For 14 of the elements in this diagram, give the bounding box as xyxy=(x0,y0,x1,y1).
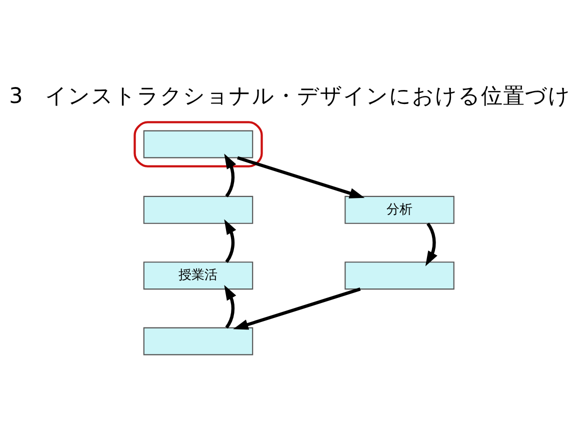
node-box xyxy=(143,326,254,355)
node-box xyxy=(143,130,254,158)
arrow xyxy=(233,287,361,330)
node-box: 授業活 xyxy=(143,261,254,290)
arrow xyxy=(224,218,236,262)
node-box xyxy=(143,195,254,224)
diagram-title: 3 インストラクショナル・デザインにおける位置づけ xyxy=(9,83,571,108)
arrow xyxy=(237,156,365,198)
arrow xyxy=(425,222,438,266)
arrow xyxy=(224,284,236,328)
cluster xyxy=(134,120,263,167)
node-box xyxy=(344,261,454,290)
node-box: 分析 xyxy=(344,195,454,224)
arrow xyxy=(224,153,236,197)
